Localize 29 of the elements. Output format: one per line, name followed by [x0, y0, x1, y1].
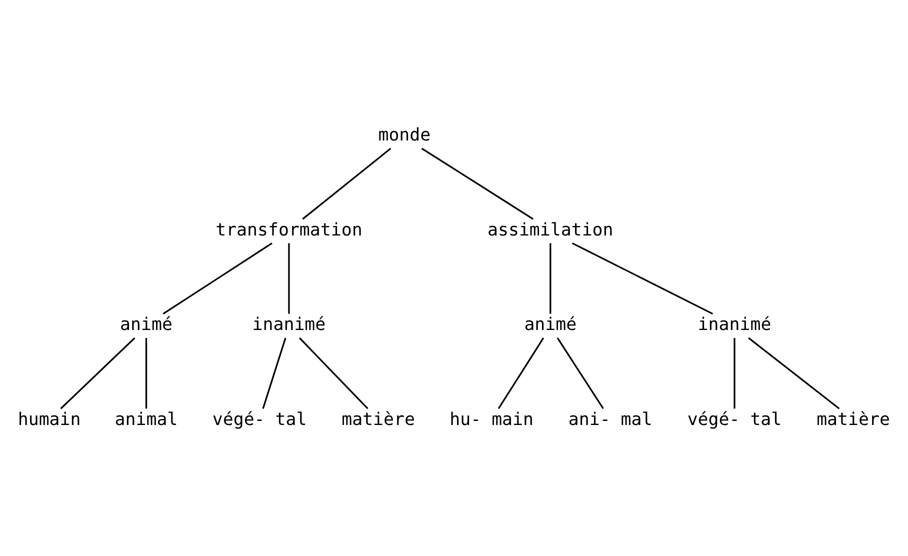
node-text: assimilation	[488, 220, 614, 240]
connector	[262, 337, 286, 408]
node-text: hu- main	[450, 409, 534, 430]
connector	[421, 147, 534, 220]
connector	[288, 242, 290, 314]
connector	[734, 337, 736, 408]
node-text: inanimé	[252, 314, 326, 335]
connector	[162, 242, 272, 314]
node-text: animé	[524, 314, 577, 335]
node-text: animal	[114, 409, 178, 430]
node-text: humain	[18, 409, 81, 430]
node-text: animé	[120, 314, 172, 335]
connector	[556, 337, 604, 409]
connector	[572, 242, 714, 314]
node-text: matière	[816, 409, 890, 430]
node-text: transformation	[216, 220, 362, 240]
node-text: matière	[342, 409, 415, 430]
node-text: ani- mal	[568, 409, 652, 430]
connector	[145, 337, 148, 408]
connector	[298, 336, 368, 409]
node-text: végé- tal	[212, 409, 307, 430]
connector	[748, 336, 840, 409]
node-text: inanimé	[698, 314, 772, 335]
connector	[60, 336, 136, 409]
connector	[498, 337, 544, 409]
connector	[302, 147, 392, 220]
node-text: monde	[378, 124, 431, 145]
connector	[550, 242, 552, 314]
node-text: végé- tal	[687, 409, 782, 430]
